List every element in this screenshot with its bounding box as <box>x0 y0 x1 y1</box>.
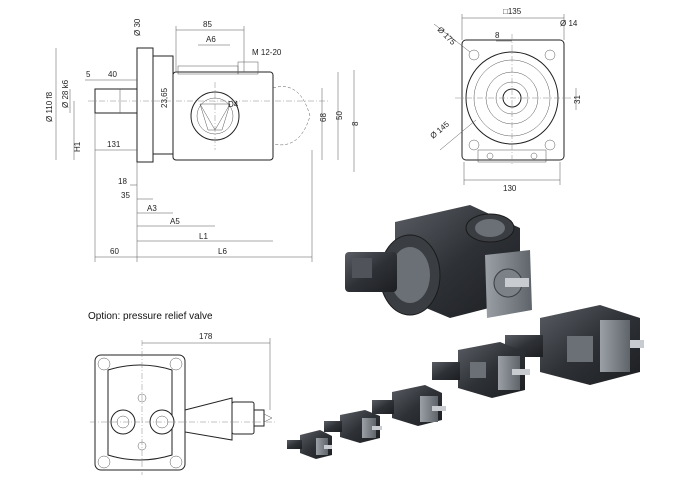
dim-m12: M 12-20 <box>252 48 282 57</box>
relief-valve-body <box>184 397 233 441</box>
pump-render-1 <box>287 430 332 459</box>
dim-130: 130 <box>503 184 517 193</box>
mounting-flange <box>136 47 154 163</box>
pump-render-4 <box>432 342 530 398</box>
dim-5: 5 <box>86 70 91 79</box>
dim-a5: 68 <box>319 113 328 122</box>
dim-31: 31 <box>573 95 582 104</box>
dim-8-side: 8 <box>495 31 500 40</box>
pump-render-3 <box>372 385 446 426</box>
dim-40: 40 <box>108 70 117 79</box>
dim-d4: D4 <box>228 100 239 109</box>
front-view-drawing: 85 A6 M 12-20 Ø 30 Ø 110 f8 Ø 28 k6 5 40… <box>45 18 360 262</box>
dim-50: 131 <box>107 140 121 149</box>
large-pump-render <box>345 205 532 318</box>
dim-60: 60 <box>110 247 119 256</box>
dim-sq135: □135 <box>503 7 522 16</box>
dim-d175: Ø 175 <box>436 25 458 47</box>
dim-68: H1 <box>73 141 82 152</box>
dim-d30: Ø 30 <box>133 18 142 36</box>
dim-8: 18 <box>118 177 127 186</box>
dim-l1: L1 <box>199 232 208 241</box>
dim-d28: Ø 28 k6 <box>61 79 70 108</box>
dim-a6: A6 <box>206 35 216 44</box>
dim-d14: Ø 14 <box>560 19 578 28</box>
dim-l6: L6 <box>218 247 227 256</box>
dim-d110: Ø 110 f8 <box>45 91 54 122</box>
side-view-drawing: □135 Ø 14 Ø 175 8 31 Ø 145 130 <box>429 7 582 193</box>
dim-85: 85 <box>203 20 212 29</box>
option-caption: Option: pressure relief valve <box>88 311 213 322</box>
option-view-drawing: 178 <box>90 332 276 475</box>
dim-2365: 23,65 <box>160 87 169 108</box>
dim-178: 178 <box>199 332 213 341</box>
dim-18: 35 <box>121 191 130 200</box>
pump-render-2 <box>324 410 382 443</box>
dim-35: A3 <box>147 204 157 213</box>
dim-a3: A5 <box>170 217 180 226</box>
dim-d145: Ø 145 <box>429 119 452 140</box>
dim-h1: 50 <box>335 111 344 120</box>
dim-131: 8 <box>351 121 360 126</box>
